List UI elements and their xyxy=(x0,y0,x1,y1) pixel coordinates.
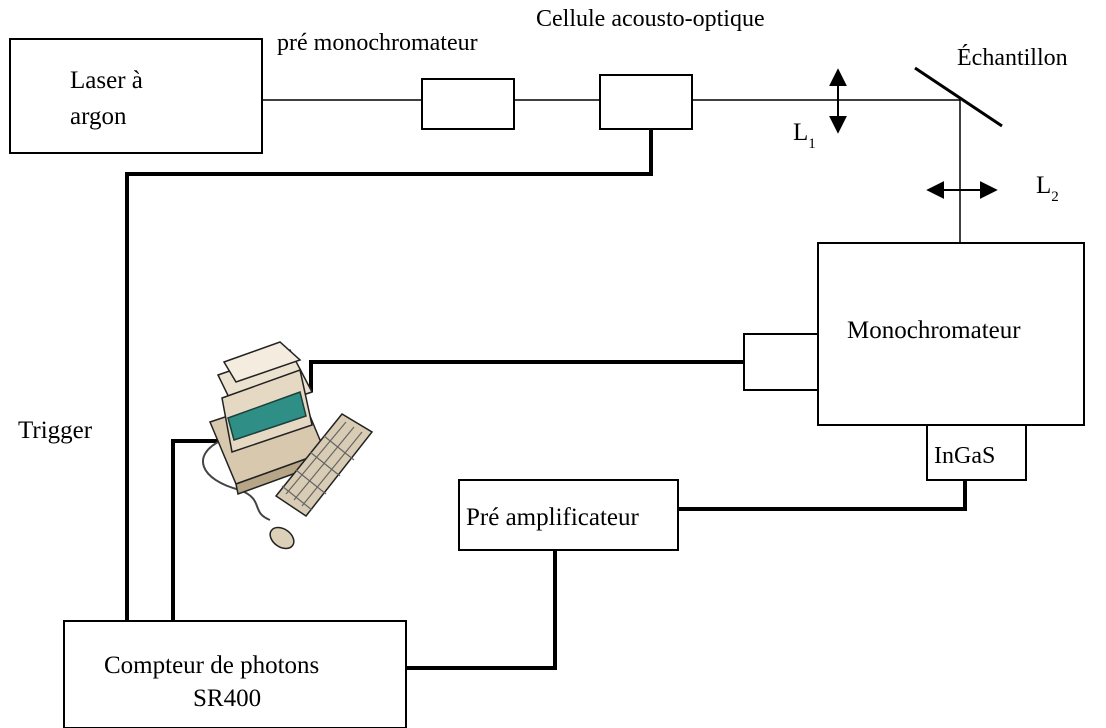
computer-to-counter-cable xyxy=(171,439,224,621)
sample-mirror xyxy=(914,66,1003,128)
acousto-optic-cell-box xyxy=(599,74,693,130)
laser-label-line1: Laser à xyxy=(70,67,143,94)
ingas-box xyxy=(926,424,1027,481)
laser-label-line2: argon xyxy=(70,103,127,130)
pre-monochromator-box xyxy=(421,78,515,130)
acousto-optic-cell-label: Cellule acousto-optique xyxy=(536,6,765,32)
sample-label: Échantillon xyxy=(957,45,1068,71)
preamplifier-label: Pré amplificateur xyxy=(466,504,640,531)
lens-l2-label: L2 xyxy=(1036,172,1059,205)
computer-icon xyxy=(202,341,374,550)
lens-l1-label: L1 xyxy=(793,119,816,152)
laser-box xyxy=(9,38,263,154)
pre-monochromator-label: pré monochromateur xyxy=(277,30,478,56)
monochromator-port-box xyxy=(743,333,819,391)
photon-counter-box xyxy=(63,620,407,728)
preamplifier-box xyxy=(458,479,679,551)
monochromator-label: Monochromateur xyxy=(847,317,1021,344)
ingas-to-preamp-cable xyxy=(678,480,967,511)
ingas-label: InGaS xyxy=(934,443,995,469)
trigger-cable xyxy=(125,129,653,621)
photon-counter-label-line2: SR400 xyxy=(193,685,261,712)
monochromator-to-computer-cable xyxy=(309,360,744,392)
photon-counter-label-line1: Compteur de photons xyxy=(104,652,319,679)
preamp-to-counter-cable xyxy=(406,550,557,670)
trigger-label: Trigger xyxy=(18,417,93,444)
